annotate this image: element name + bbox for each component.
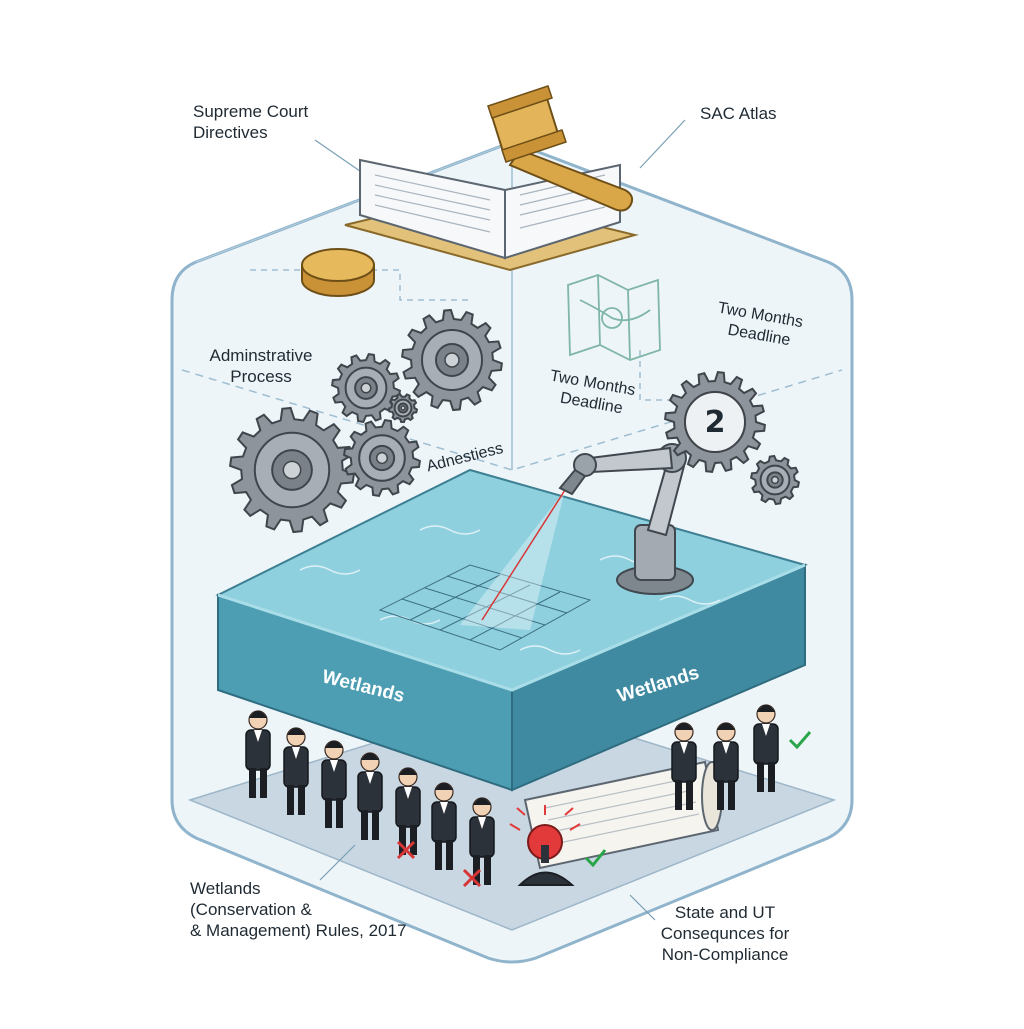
alarm-icon: [509, 805, 581, 886]
survey-grid: [378, 564, 592, 651]
people-group: [245, 704, 779, 885]
person-icon: [713, 722, 739, 810]
person-icon: [671, 722, 697, 810]
admin-process-line-1: Adminstrative: [209, 346, 313, 365]
person-icon: [321, 740, 347, 828]
gears-cluster: [228, 308, 503, 534]
gear-icon: [330, 352, 402, 424]
sac-atlas-label: SAC Atlas: [700, 104, 777, 123]
robot-arm-icon: [558, 443, 694, 595]
admin-process-line-2: Process: [230, 367, 292, 386]
cross-icon: [396, 840, 482, 888]
rules-line-3: & Management) Rules, 2017: [190, 921, 407, 940]
check-icon: [584, 731, 812, 868]
rules-line-2: (Conservation &: [190, 900, 312, 919]
supreme-court-line-1: Supreme Court: [193, 102, 309, 121]
gear-icon: [342, 418, 422, 498]
gear-icon: [387, 393, 419, 424]
coin-icon: [301, 248, 375, 297]
person-icon: [283, 727, 309, 815]
person-icon: [469, 797, 495, 885]
gear-icon: [228, 406, 356, 534]
clock-number: 2: [705, 405, 726, 440]
person-icon: [753, 704, 779, 792]
book-icon: [344, 158, 639, 272]
supreme-court-label: Supreme Court Directives: [193, 101, 308, 143]
gavel-icon: [487, 85, 634, 212]
gear-icon: [749, 454, 801, 506]
consequences-line-1: State and UT: [674, 903, 776, 922]
consequences-line-3: Non-Compliance: [661, 945, 789, 964]
consequences-line-2: Consequnces for: [660, 924, 790, 943]
supreme-court-line-2: Directives: [193, 123, 268, 142]
rules-line-1: Wetlands: [190, 879, 261, 898]
person-icon: [431, 782, 457, 870]
person-icon: [245, 710, 271, 798]
person-icon: [395, 767, 421, 855]
admin-process-label: Adminstrative Process: [196, 345, 326, 387]
laser-icon: [460, 490, 565, 630]
rules-label: Wetlands (Conservation & & Management) R…: [190, 878, 406, 941]
person-icon: [357, 752, 383, 840]
consequences-label: State and UT Consequnces for Non-Complia…: [640, 902, 810, 965]
clock-gear-icon: [664, 371, 801, 506]
map-icon: [567, 274, 661, 361]
gear-icon: [401, 308, 503, 412]
